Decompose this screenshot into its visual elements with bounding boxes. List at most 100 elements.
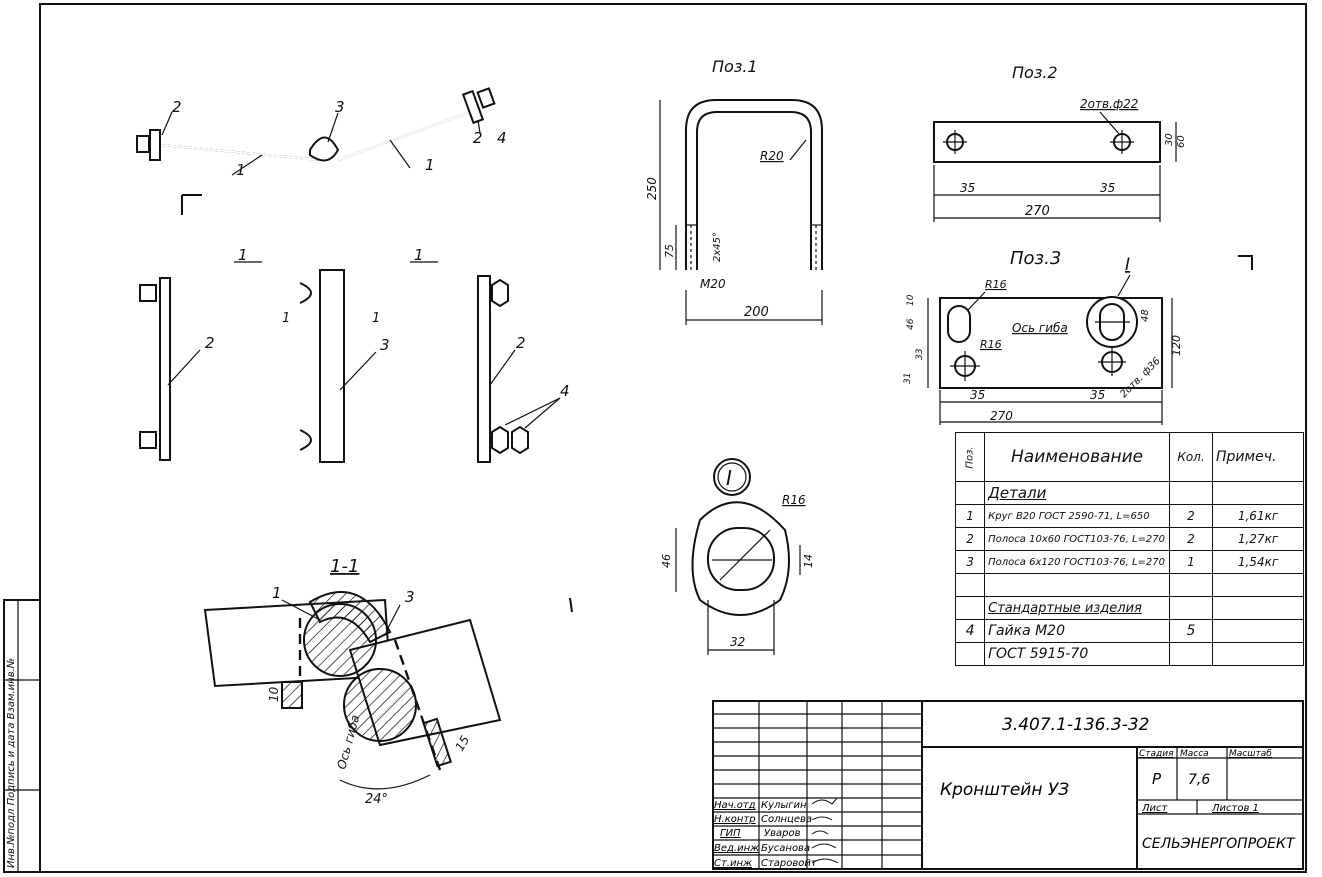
sheet-label: Лист xyxy=(1141,803,1169,814)
dim-pos1-75: 75 xyxy=(663,244,676,258)
callout-3a: 3 xyxy=(335,98,345,116)
dim-pos3-31: 31 xyxy=(903,373,913,384)
callout-2a: 2 xyxy=(172,98,182,116)
mass-value: 7,6 xyxy=(1188,772,1210,788)
sig-name-3: Бусанова xyxy=(761,843,810,854)
callout-4b: 4 xyxy=(560,382,570,400)
dim-detail-46: 46 xyxy=(660,554,673,568)
detail-I-view: I R16 46 14 32 xyxy=(660,458,815,655)
spec-name: Полоса 10х60 ГОСТ103-76, L=270 xyxy=(984,527,1170,551)
pos1-view: Поз.1 250 75 R20 2х45° М20 200 xyxy=(645,57,823,325)
drawing-title: Кронштейн УЗ xyxy=(940,780,1069,800)
dim-pos3-bend-axis: Ось гиба xyxy=(1012,321,1068,335)
dim-pos1-m20: М20 xyxy=(700,277,726,291)
spec-header-row: Поз. Наименование Кол. Примеч. xyxy=(954,432,1304,482)
spec-pos: 1 xyxy=(954,504,986,528)
callout-2b: 2 xyxy=(473,129,483,147)
dim-pos3-46: 46 xyxy=(906,318,916,330)
dim-pos2-35b: 35 xyxy=(1100,181,1115,195)
dim-pos3-r16a: R16 xyxy=(985,278,1007,291)
dim-pos2-holes: 2отв.ф22 xyxy=(1080,97,1138,111)
spec-empty xyxy=(954,596,986,620)
spec-qty: 1 xyxy=(1169,550,1213,574)
spec-qty: 2 xyxy=(1169,527,1213,551)
dim-pos2-30: 30 xyxy=(1164,133,1175,146)
spec-empty xyxy=(1169,573,1213,597)
spec-empty xyxy=(1169,596,1213,620)
dim-pos3-270: 270 xyxy=(990,409,1013,423)
dim-detail-32: 32 xyxy=(730,635,745,649)
spec-empty xyxy=(954,573,986,597)
th-mass: Масса xyxy=(1180,749,1209,759)
dim-pos1-200: 200 xyxy=(744,305,769,320)
dim-pos1-chamfer: 2х45° xyxy=(712,232,723,262)
drawing-number: 3.407.1-136.3-32 xyxy=(1002,715,1149,735)
spec-header-pos: Поз. xyxy=(954,432,986,482)
dim-pos3-35b: 35 xyxy=(1090,388,1105,402)
title-block: Нач.отд Кулыгин Н.контр Солнцева ГИП Ува… xyxy=(712,700,1304,870)
spec-qty: 5 xyxy=(1169,619,1213,643)
sig-name-1: Солнцева xyxy=(761,814,812,825)
dim-pos3-35a: 35 xyxy=(970,388,985,402)
pos3-view: Поз.3 I R16 10 46 33 31 R16 Ось гиба 48 … xyxy=(903,248,1253,425)
spec-section-row: Стандартные изделия xyxy=(954,596,1304,620)
stage-value: Р xyxy=(1152,770,1162,788)
spec-qty: 2 xyxy=(1169,504,1213,528)
spec-section-standard: Стандартные изделия xyxy=(984,596,1170,620)
spec-blank-row xyxy=(954,573,1304,597)
dim-pos3-48: 48 xyxy=(1140,309,1151,322)
spec-header-pos-text: Поз. xyxy=(964,445,976,469)
dim-pos3-r16b: R16 xyxy=(980,338,1002,351)
spec-qty xyxy=(1169,642,1213,666)
sig-role-4: Ст.инж xyxy=(714,858,752,869)
section-title: 1-1 xyxy=(330,556,359,577)
side-stamp-text: Инв.№подл Подпись и дата Взам.инв.№ xyxy=(6,658,17,868)
dim-pos1-r20: R20 xyxy=(760,149,784,163)
spec-section-row: Детали xyxy=(954,481,1304,505)
section-1-1: 1-1 1 3 10 Ось гиба 24° 15 xyxy=(203,556,502,807)
spec-name: ГОСТ 5915-70 xyxy=(984,642,1170,666)
dim-sec-15: 15 xyxy=(452,733,472,753)
section-mark-right: 1 xyxy=(372,311,380,326)
detail-callout-mark: I xyxy=(1125,255,1130,275)
pos2-title: Поз.2 xyxy=(1012,63,1058,82)
sig-name-2: Уваров xyxy=(764,828,801,839)
callout-1e: 1 xyxy=(272,584,282,602)
sig-role-1: Н.контр xyxy=(714,814,756,825)
spec-pos: 3 xyxy=(954,550,986,574)
spec-note: 1,61кг xyxy=(1212,504,1304,528)
spec-pos xyxy=(954,642,986,666)
callout-2d: 2 xyxy=(516,334,526,352)
dim-sec-bend-axis: Ось гиба xyxy=(334,713,362,771)
sig-role-0: Нач.отд xyxy=(714,800,756,811)
callout-1b: 1 xyxy=(425,156,435,174)
assembly-side-view: 2 3 1 1 2 4 xyxy=(136,87,507,215)
callout-3c: 3 xyxy=(405,588,415,606)
spec-name: Полоса 6х120 ГОСТ103-76, L=270 xyxy=(984,550,1170,574)
sig-name-4: Старовойт xyxy=(761,858,818,869)
spec-header-note: Примеч. xyxy=(1212,432,1304,482)
assembly-plan-view: 1 1 1 1 2 3 2 4 xyxy=(135,246,570,463)
callout-3b: 3 xyxy=(380,336,390,354)
callout-1d: 1 xyxy=(414,246,424,264)
dim-pos2-270: 270 xyxy=(1025,204,1050,219)
spec-row: 3 Полоса 6х120 ГОСТ103-76, L=270 1 1,54к… xyxy=(954,550,1304,574)
callout-2c: 2 xyxy=(205,334,215,352)
dim-pos3-120: 120 xyxy=(1170,335,1183,356)
side-stamp: Инв.№подл Подпись и дата Взам.инв.№ xyxy=(3,599,41,873)
th-stage: Стадия xyxy=(1139,749,1174,759)
spec-empty xyxy=(1212,481,1304,505)
specification-table: Поз. Наименование Кол. Примеч. Детали 1 … xyxy=(954,432,1304,666)
callout-1c: 1 xyxy=(238,246,248,264)
spec-name: Гайка М20 xyxy=(984,619,1170,643)
dim-pos2-60: 60 xyxy=(1176,135,1187,148)
dim-pos2-35a: 35 xyxy=(960,181,975,195)
spec-note: 1,27кг xyxy=(1212,527,1304,551)
spec-header-name: Наименование xyxy=(984,432,1170,482)
pos1-title: Поз.1 xyxy=(712,57,758,76)
dim-sec-angle: 24° xyxy=(365,792,388,807)
dim-pos3-10: 10 xyxy=(906,294,916,306)
spec-row: 1 Круг В20 ГОСТ 2590-71, L=650 2 1,61кг xyxy=(954,504,1304,528)
dim-detail-14: 14 xyxy=(802,554,815,568)
